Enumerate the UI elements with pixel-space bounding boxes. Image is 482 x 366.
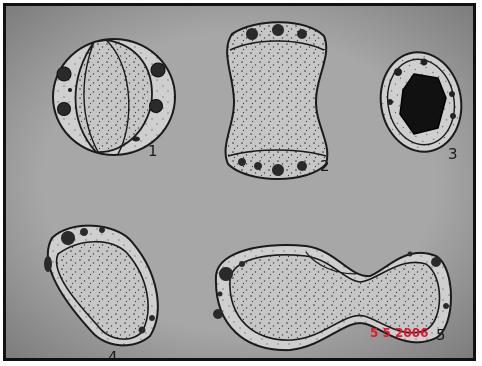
figure-label-2: 2: [320, 157, 330, 175]
scanned-figure-frame: 1 2 3 4 5 5 5 2006: [3, 3, 476, 361]
cell-2: [226, 22, 328, 179]
cell-division-illustration: 1 2 3 4 5 5 5 2006: [6, 6, 473, 358]
figure-label-5: 5: [436, 326, 446, 344]
date-stamp: 5 5 2006: [370, 326, 428, 340]
figure-label-1: 1: [148, 142, 158, 160]
cell-1: [53, 39, 175, 155]
figure-label-3: 3: [448, 145, 458, 163]
figure-label-4: 4: [108, 348, 118, 358]
